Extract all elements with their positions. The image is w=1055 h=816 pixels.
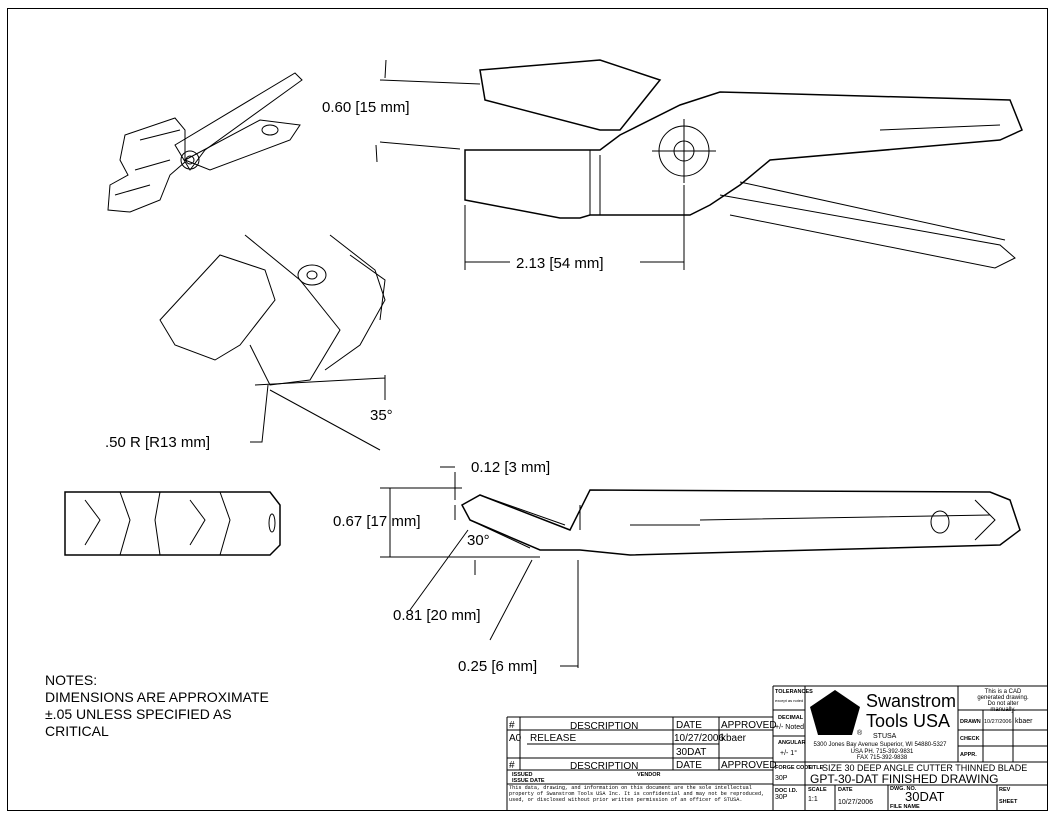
drawn-label: DRAWN (960, 719, 981, 725)
company-address: 5300 Jones Bay Avenue Superior, WI 54880… (814, 742, 948, 748)
dim-side-length-text: 0.81 [20 mm] (393, 607, 481, 624)
file-name-label: FILE NAME (890, 804, 920, 810)
notes: NOTES: DIMENSIONS ARE APPROXIMATE ±.05 U… (45, 672, 269, 739)
company-logo (810, 690, 860, 735)
rev-header-approved: APPROVED (721, 760, 777, 771)
rev-header-date: DATE (676, 720, 702, 731)
cad-note: This is a CAD (985, 689, 1022, 695)
rev-header-approved: APPROVED (721, 720, 777, 731)
check-label: CHECK (960, 736, 980, 742)
rev-description: RELEASE (530, 733, 576, 744)
title-line1: SIZE 30 DEEP ANGLE CUTTER THINNED BLADE (822, 763, 1027, 773)
rev-header-num: # (509, 760, 515, 771)
angular-value: +/- 1° (780, 749, 797, 757)
company-fax: FAX 715-392-9838 (857, 755, 908, 761)
dim-jaw-opening-text: 0.60 [15 mm] (322, 99, 410, 116)
dim-jaw-length: 2.13 [54 mm] (464, 185, 685, 272)
decimal-label: DECIMAL (778, 715, 804, 721)
notes-line: CRITICAL (45, 723, 109, 739)
cad-note: generated drawing. (977, 695, 1029, 701)
doc-id-label: DOC I.D. (775, 788, 798, 794)
notes-line: DIMENSIONS ARE APPROXIMATE (45, 689, 269, 705)
doc-id: 30P (775, 794, 788, 801)
revision-table: # DESCRIPTION DATE APPROVED A0 RELEASE 1… (506, 716, 777, 810)
detail-view: .50 R [R13 mm] 35° (105, 234, 393, 451)
issued-label: ISSUED (512, 772, 533, 778)
rev-approved: kbaer (721, 733, 747, 744)
end-view (64, 491, 281, 556)
dwg-number: 30DAT (905, 789, 945, 804)
dim-angle-top-text: 35° (370, 407, 393, 424)
rev-header-description: DESCRIPTION (570, 761, 638, 772)
issue-date-label: ISSUE DATE (512, 778, 545, 784)
dim-radius-text: .50 R [R13 mm] (105, 434, 210, 451)
angular-label: ANGULAR (778, 740, 806, 746)
notes-line: ±.05 UNLESS SPECIFIED AS (45, 706, 232, 722)
rev-label: REV (999, 787, 1011, 793)
title-line2: GPT-30-DAT FINISHED DRAWING (810, 772, 998, 786)
cad-note: manually. (990, 707, 1016, 713)
dim-blade-tip-text: 0.12 [3 mm] (471, 459, 550, 476)
dim-jaw-length-text: 2.13 [54 mm] (516, 255, 604, 272)
rev-date: 10/27/2006 (674, 733, 724, 744)
rev-num: A0 (509, 733, 522, 744)
dim-angle-side-text: 30° (467, 532, 490, 549)
cad-note: Do not alter (987, 701, 1018, 707)
dim-jaw-opening: 0.60 [15 mm] (322, 59, 481, 163)
forge-code: 30P (775, 775, 788, 782)
decimal-value: +/- Noted (775, 724, 804, 731)
dim-head-height-text: 0.67 [17 mm] (333, 513, 421, 530)
title-label: TITLE (808, 765, 824, 771)
date-value: 10/27/2006 (838, 799, 873, 806)
tolerances-sub: except as noted (775, 698, 803, 703)
scale-value: 1:1 (808, 796, 818, 803)
disclaimer-text: This data, drawing, and information on t… (509, 785, 765, 803)
title-block: TOLERANCES except as noted DECIMAL +/- N… (772, 685, 1047, 810)
drawing-border (7, 8, 1048, 811)
sheet-label: SHEET (999, 799, 1018, 805)
side-view: 0.12 [3 mm] 0.67 [17 mm] 30° 0.81 [20 mm… (333, 459, 1021, 675)
rev-extra: 30DAT (676, 747, 706, 758)
top-view (464, 59, 1023, 269)
scale-label: SCALE (808, 787, 827, 793)
company-abbr: STUSA (873, 733, 897, 740)
vendor-label: VENDOR (637, 772, 661, 778)
rev-header-description: DESCRIPTION (570, 721, 638, 732)
forge-code-label: FORGE CODE (775, 765, 812, 771)
drawn-by: kbaer (1015, 718, 1033, 725)
company-name-line1: Swanstrom (866, 691, 956, 711)
company-phone: USA PH. 715-392-9831 (851, 749, 914, 755)
rev-header-num: # (509, 720, 515, 731)
notes-heading: NOTES: (45, 672, 97, 688)
tolerances-label: TOLERANCES (775, 689, 813, 695)
appr-label: APPR. (960, 752, 977, 758)
dwg-label: DWG. NO. (890, 786, 917, 792)
drawn-date: 10/27/2006 (984, 719, 1012, 725)
date-label: DATE (838, 787, 853, 793)
dim-edge-offset-text: 0.25 [6 mm] (458, 658, 537, 675)
registered-mark: ® (857, 729, 863, 737)
rev-header-date: DATE (676, 760, 702, 771)
isometric-view (107, 72, 303, 213)
company-name-line2: Tools USA (866, 711, 950, 731)
